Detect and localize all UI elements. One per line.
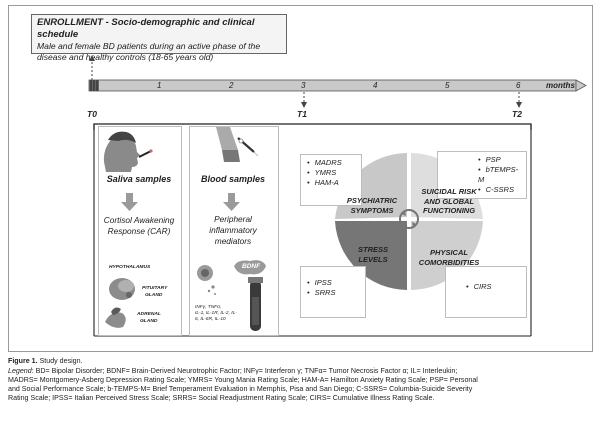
- months-label: months: [546, 81, 575, 90]
- enrollment-text-line2: disease and healthy controls (18-65 year…: [37, 52, 214, 62]
- physical-comorbidities-label: PHYSICAL COMORBIDITIES: [412, 248, 486, 267]
- tick-1: 1: [157, 81, 162, 90]
- tick-3: 3: [301, 81, 306, 90]
- blood-result-line3: mediators: [214, 236, 252, 246]
- legend-label: Legend: [8, 367, 32, 375]
- adrenal-label-line1: ADRENAL: [137, 312, 161, 317]
- scale-item: C-SSRS: [478, 185, 520, 195]
- scale-item: YMRS: [307, 168, 355, 178]
- timeline-bar: [88, 79, 587, 92]
- cell-icon: [197, 265, 216, 295]
- brain-icon: [109, 278, 135, 300]
- scale-item: PSP: [478, 155, 520, 165]
- scale-item: MADRS: [307, 158, 355, 168]
- bdnf-label: BDNF: [242, 263, 261, 270]
- hypothalamus-label: HYPOTHALAMUS: [109, 265, 151, 270]
- tick-5: 5: [445, 81, 450, 90]
- pituitary-label-line1: PITUITARY: [142, 286, 168, 291]
- enrollment-title: ENROLLMENT - Socio-demographic and clini…: [37, 17, 255, 40]
- psychiatric-label-line1: PSYCHIATRIC: [346, 196, 398, 205]
- psychiatric-symptoms-label: PSYCHIATRIC SYMPTOMS: [340, 196, 404, 215]
- suicidal-label-line3: FUNCTIONING: [422, 206, 476, 215]
- pituitary-label-line2: GLAND: [145, 293, 163, 298]
- tick-2: 2: [229, 81, 234, 90]
- blood-panel: [189, 126, 279, 336]
- figure-title: Study design.: [39, 357, 83, 365]
- mediators-line3: 6, IL-6R, IL-10: [195, 317, 226, 322]
- legend-line1-row: Legend: BD= Bipolar Disorder; BDNF= Brai…: [8, 367, 606, 376]
- legend-line4: Rating Scale; IPSS= Italian Perceived St…: [8, 394, 435, 402]
- enrollment-box: ENROLLMENT - Socio-demographic and clini…: [31, 14, 287, 62]
- stress-label-line2: LEVELS: [358, 254, 388, 264]
- saliva-title: Saliva samples: [106, 174, 172, 184]
- saliva-down-arrow: [121, 193, 138, 211]
- bdnf-icon: [234, 260, 266, 275]
- suicidal-list: PSP bTEMPS-M C-SSRS: [437, 151, 527, 199]
- physical-label-line2: COMORBIDITIES: [418, 257, 480, 267]
- psychiatric-label-line2: SYMPTOMS: [350, 205, 394, 215]
- tick-4: 4: [373, 81, 378, 90]
- saliva-result-line1: Cortisol Awakening: [103, 215, 175, 225]
- blood-title: Blood samples: [200, 174, 265, 184]
- adrenal-label-line2: GLAND: [140, 319, 158, 324]
- tick-6: 6: [516, 81, 521, 90]
- timepoint-t0: T0: [87, 109, 97, 119]
- psychiatric-list: MADRS YMRS HAM-A: [300, 154, 362, 206]
- legend-line2: MADRS= Montgomery-Asberg Depression Rati…: [8, 376, 478, 384]
- figure-label: Figure 1.: [8, 357, 38, 365]
- stress-levels-label: STRESS LEVELS: [345, 245, 401, 264]
- stress-label-line1: STRESS: [357, 245, 388, 254]
- suicidal-label-line1: SUICIDAL RISK: [421, 187, 477, 196]
- suicidal-risk-label: SUICIDAL RISK AND GLOBAL FUNCTIONING: [413, 187, 485, 216]
- scale-item: bTEMPS-M: [478, 165, 520, 185]
- figure-caption-title: Figure 1. Study design.: [8, 357, 606, 366]
- saliva-result-line2: Response (CAR): [107, 226, 171, 236]
- adrenal-gland-icon: [105, 307, 126, 328]
- suicidal-label-line2: AND GLOBAL: [424, 196, 474, 206]
- mediators-line1: INFγ, TNFα,: [195, 305, 222, 310]
- scale-item: IPSS: [307, 278, 359, 288]
- physical-list: CIRS: [445, 266, 527, 318]
- mediators-line2: IL-1, IL-1R, IL-2, IL-: [195, 311, 237, 316]
- legend-line3: and Social Performance Scale; b-TEMPS-M=…: [8, 385, 473, 393]
- timepoint-t1: T1: [297, 109, 307, 119]
- timepoint-t2: T2: [512, 109, 522, 119]
- enrollment-text-line1: Male and female BD patients during an ac…: [37, 41, 261, 51]
- saliva-panel: [98, 126, 182, 336]
- blood-result-line2: inflammatory: [209, 225, 257, 235]
- arm-syringe-icon: [216, 127, 259, 162]
- physical-label-line1: PHYSICAL: [430, 248, 468, 257]
- blood-down-arrow: [223, 193, 240, 211]
- scale-item: HAM-A: [307, 178, 355, 188]
- legend-line1: : BD= Bipolar Disorder; BDNF= Brain-Deri…: [31, 367, 458, 375]
- scale-item: CIRS: [466, 282, 520, 292]
- blood-tube-icon: [248, 277, 263, 331]
- blood-result-line1: Peripheral: [214, 214, 252, 224]
- head-icon: [103, 131, 153, 172]
- scale-item: SRRS: [307, 288, 359, 298]
- stress-list: IPSS SRRS: [300, 266, 366, 318]
